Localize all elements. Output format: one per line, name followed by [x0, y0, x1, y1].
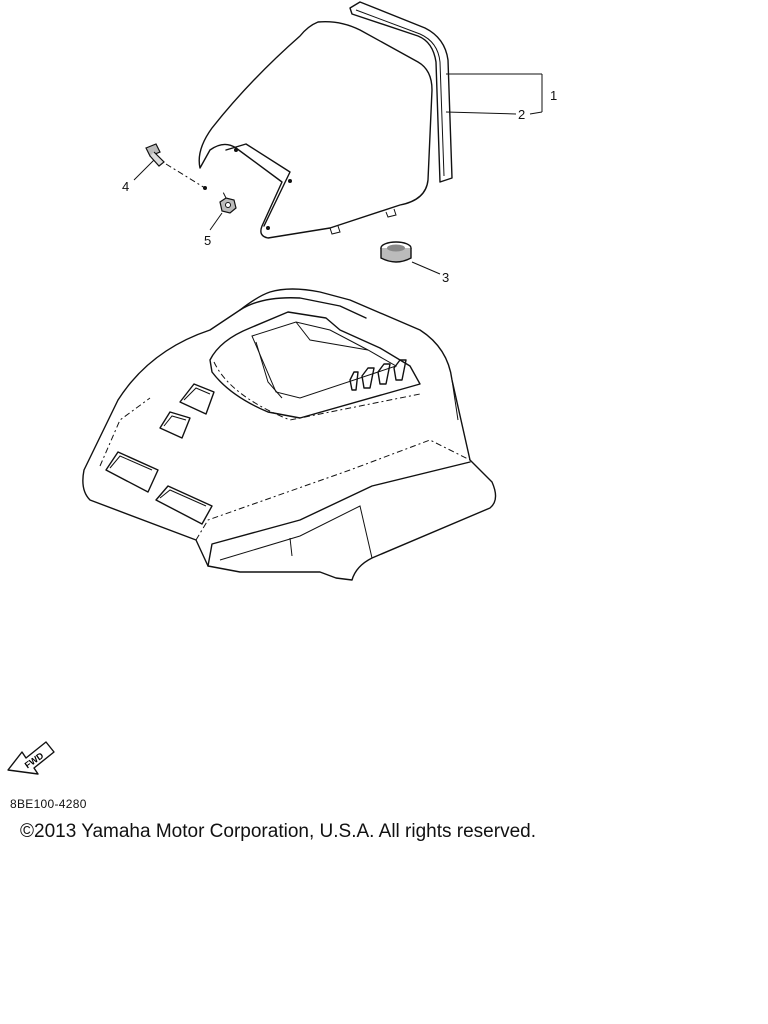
windshield-panel	[198, 1, 453, 239]
bolt-part	[133, 143, 206, 189]
leader-lines-1-2	[445, 73, 543, 115]
engine-cowling	[82, 288, 497, 581]
callout-3: 3	[442, 270, 449, 285]
fwd-arrow-icon: FWD	[7, 741, 55, 775]
callout-5: 5	[204, 233, 211, 248]
grommet-part	[380, 241, 441, 275]
nut-part	[209, 189, 237, 231]
copyright-notice: ©2013 Yamaha Motor Corporation, U.S.A. A…	[20, 821, 536, 842]
diagram-reference-code: 8BE100-4280	[10, 797, 87, 811]
callout-4: 4	[122, 179, 129, 194]
callout-1: 1	[550, 88, 557, 103]
callout-2: 2	[518, 107, 525, 122]
